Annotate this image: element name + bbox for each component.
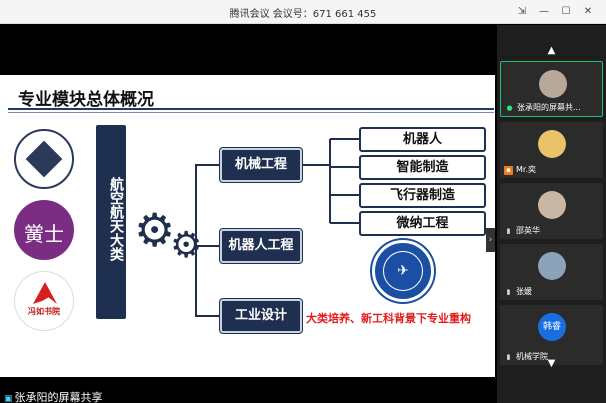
school-emblem: ✈ <box>372 240 434 302</box>
gear-small-icon: ⚙ <box>170 225 203 266</box>
slide-title: 专业模块总体概况 <box>18 90 154 110</box>
mic-icon: ▪ <box>504 166 513 175</box>
mic-icon: ● <box>506 104 513 112</box>
avatar <box>538 191 566 219</box>
avatar: 韩睿 <box>538 313 566 341</box>
participant-tile[interactable]: ● 张承阳的屏幕共... <box>500 61 603 117</box>
college-logo: 黉士 <box>14 200 74 260</box>
chevron-down-icon[interactable]: ▼ <box>547 358 556 369</box>
chevron-up-icon[interactable]: ▲ <box>547 45 556 56</box>
participant-name: 邵英华 <box>516 226 540 235</box>
screen-share-area[interactable]: 专业模块总体概况 黉士 冯如书院 航空航天大类 <box>0 25 497 403</box>
share-status-text: 张承阳的屏幕共享 <box>14 391 103 403</box>
close-button[interactable]: ✕ <box>583 6 593 17</box>
connector-lines <box>195 138 359 317</box>
title-bar: 腾讯会议 会议号：671 661 455 ⇲ — ☐ ✕ <box>0 0 606 24</box>
chevron-right-icon[interactable]: › <box>486 228 495 252</box>
participant-name: 机械学院 <box>516 352 548 361</box>
category-label: 航空航天大类 <box>108 177 124 261</box>
sub-item-robot: 机器人 <box>359 127 486 152</box>
academy-logo-text: 冯如书院 <box>28 307 60 316</box>
branch-mechanical: 机械工程 <box>220 148 302 182</box>
avatar <box>539 70 567 98</box>
mic-icon: ▮ <box>506 288 511 296</box>
title-divider <box>8 108 494 110</box>
participant-tile[interactable]: ▮ 张媛 <box>500 244 603 300</box>
minimize-button[interactable]: — <box>539 6 549 17</box>
pin-icon[interactable]: ⇲ <box>517 6 527 17</box>
college-logo-text: 黉士 <box>24 222 64 246</box>
participant-name: Mr.奕 <box>516 165 536 174</box>
participant-tile[interactable]: ▪ Mr.奕 <box>500 122 603 178</box>
academy-logo: 冯如书院 <box>14 271 74 331</box>
screen-share-icon: ▣ <box>4 394 13 403</box>
maximize-button[interactable]: ☐ <box>561 6 571 17</box>
window-title: 腾讯会议 会议号：671 661 455 <box>229 9 377 20</box>
branch-industrial-design: 工业设计 <box>220 299 302 333</box>
title-divider-thin <box>8 112 494 113</box>
participants-panel: ▲ ● 张承阳的屏幕共... ▪ Mr.奕 ▮ 邵英华 ▮ 张媛 韩睿 ▮ 机械… <box>497 25 606 403</box>
participant-name: 张承阳的屏幕共... <box>517 103 581 112</box>
branch-robotics: 机器人工程 <box>220 229 302 263</box>
university-logo <box>14 129 74 189</box>
mic-icon: ▮ <box>506 353 511 361</box>
slide-note: 大类培养、新工科背景下专业重构 <box>306 312 471 325</box>
mic-icon: ▮ <box>506 227 511 235</box>
participant-tile[interactable]: ▮ 邵英华 <box>500 183 603 239</box>
gear-icon: ⚙ <box>134 203 176 257</box>
sub-item-aircraft-manufacturing: 飞行器制造 <box>359 183 486 208</box>
avatar <box>538 130 566 158</box>
participant-tile[interactable]: 韩睿 ▮ 机械学院 <box>500 305 603 365</box>
category-box: 航空航天大类 <box>96 125 126 319</box>
share-status: ▣张承阳的屏幕共享 <box>4 389 103 403</box>
avatar <box>538 252 566 280</box>
sub-item-micro-nano: 微纳工程 <box>359 211 486 236</box>
sub-item-smart-manufacturing: 智能制造 <box>359 155 486 180</box>
presentation-slide: 专业模块总体概况 黉士 冯如书院 航空航天大类 <box>0 75 495 377</box>
participant-name: 张媛 <box>516 287 532 296</box>
